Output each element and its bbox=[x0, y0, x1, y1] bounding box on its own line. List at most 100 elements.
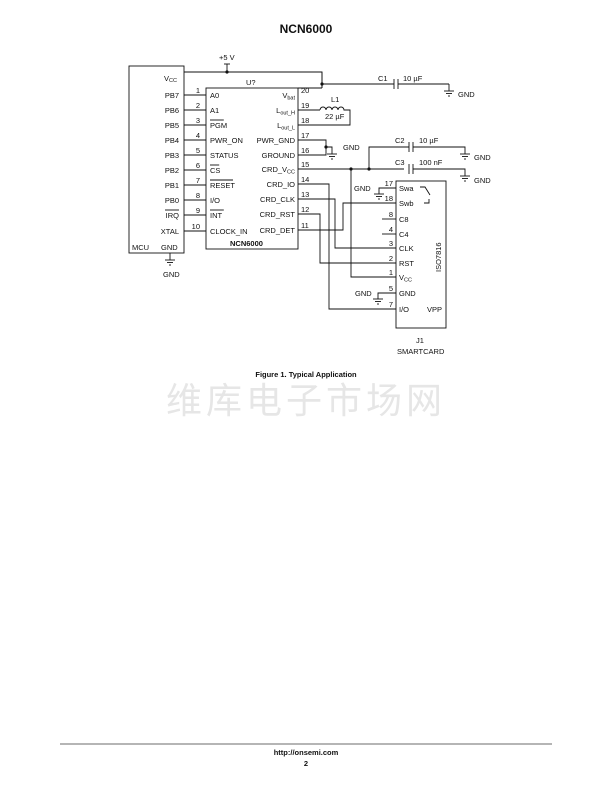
mcu-pin-label: PB1 bbox=[165, 181, 179, 190]
pin5-gnd: GND bbox=[355, 289, 372, 298]
c2-gnd: GND bbox=[474, 153, 491, 162]
c3-gnd: GND bbox=[474, 176, 491, 185]
card-pin-number: 4 bbox=[389, 225, 393, 234]
ic-pin-label: CRD_IO bbox=[267, 180, 296, 189]
card-pin-label: I/O bbox=[399, 305, 409, 314]
l1-value: 22 µF bbox=[325, 112, 345, 121]
mcu-pin-label: PB3 bbox=[165, 151, 179, 160]
mcu-pin-label: XTAL bbox=[161, 227, 179, 236]
ic-pin-number: 13 bbox=[301, 190, 309, 199]
card-pin-number: 5 bbox=[389, 284, 393, 293]
ic-pin-label: A0 bbox=[210, 91, 219, 100]
mcu-pin-label: PB7 bbox=[165, 91, 179, 100]
watermark: 维库电子市场网 bbox=[165, 381, 446, 422]
ic-pin-number: 12 bbox=[301, 205, 309, 214]
card-pin-label: RST bbox=[399, 259, 414, 268]
ic-pin-number: 7 bbox=[196, 176, 200, 185]
card-wires bbox=[298, 169, 396, 310]
ic-pin-label: GROUND bbox=[262, 151, 296, 160]
ic-pin-label: Lout_L bbox=[277, 121, 295, 132]
ic-name: NCN6000 bbox=[230, 239, 263, 248]
ic-pin-number: 19 bbox=[301, 101, 309, 110]
c2-value: 10 µF bbox=[419, 136, 439, 145]
ic-pin-number: 5 bbox=[196, 146, 200, 155]
ic-pin-number: 20 bbox=[301, 86, 309, 95]
mcu-pin-label: PB0 bbox=[165, 196, 179, 205]
mcu-pin-label: PB2 bbox=[165, 166, 179, 175]
card-pin-number: 18 bbox=[385, 194, 393, 203]
card-pin-label: C8 bbox=[399, 215, 409, 224]
card-pin-number: 7 bbox=[389, 300, 393, 309]
card-pin-label: Swa bbox=[399, 184, 414, 193]
capacitor-c1: C1 10 µF GND bbox=[320, 74, 475, 99]
card-pin-label: CLK bbox=[399, 244, 414, 253]
mcu-name: MCU bbox=[132, 243, 149, 252]
page-title: NCN6000 bbox=[279, 22, 333, 36]
supply-5v: +5 V bbox=[219, 53, 235, 74]
figure-caption: Figure 1. Typical Application bbox=[255, 370, 357, 379]
ic-pin-label: CRD_VCC bbox=[262, 165, 295, 176]
ic-pin-number: 9 bbox=[196, 206, 200, 215]
l1-ref: L1 bbox=[331, 95, 339, 104]
card-pin-label: C4 bbox=[399, 230, 409, 239]
ic-pin-label: CS bbox=[210, 166, 220, 175]
mcu-gnd-label: GND bbox=[161, 243, 178, 252]
power-ground: GND bbox=[298, 139, 360, 160]
mcu-gnd-symbol-label: GND bbox=[163, 270, 180, 279]
mcu-pin-label: PB6 bbox=[165, 106, 179, 115]
ic-pin-label: PWR_ON bbox=[210, 136, 243, 145]
footer-url-link[interactable]: http://onsemi.com bbox=[273, 748, 339, 757]
smartcard-name: SMARTCARD bbox=[397, 347, 445, 356]
j1-ref: J1 bbox=[416, 336, 424, 345]
wire-crd-vcc bbox=[350, 169, 396, 278]
crd-vcc-bus: C2 10 µF GND C3 100 nF GND bbox=[298, 136, 491, 185]
ic-pin-label: INT bbox=[210, 211, 223, 220]
ic-pin-number: 18 bbox=[301, 116, 309, 125]
card-pin-label: VCC bbox=[399, 273, 412, 284]
ic-pin-number: 16 bbox=[301, 146, 309, 155]
ic-pin-number: 14 bbox=[301, 175, 309, 184]
wire-crd-det bbox=[298, 202, 396, 231]
c1-value: 10 µF bbox=[403, 74, 423, 83]
mcu-pin-label: IRQ bbox=[166, 211, 180, 220]
mcu-pin-label: PB4 bbox=[165, 136, 179, 145]
card-pin-label: GND bbox=[399, 289, 416, 298]
ic-pin-number: 15 bbox=[301, 160, 309, 169]
iso7816-label: ISO7816 bbox=[434, 242, 443, 272]
wire-crd-rst bbox=[298, 213, 396, 264]
c1-gnd: GND bbox=[458, 90, 475, 99]
card-pin-number: 3 bbox=[389, 239, 393, 248]
ic-pin-number: 2 bbox=[196, 101, 200, 110]
c1-ref: C1 bbox=[378, 74, 388, 83]
ic-pin-number: 8 bbox=[196, 191, 200, 200]
ic-pin-label: A1 bbox=[210, 106, 219, 115]
ic-pin-label: STATUS bbox=[210, 151, 238, 160]
card-pin-number: 1 bbox=[389, 268, 393, 277]
ic-pin-number: 6 bbox=[196, 161, 200, 170]
ic-pin-number: 1 bbox=[196, 86, 200, 95]
ic-pin-label: CRD_DET bbox=[260, 226, 296, 235]
wire-crd-io bbox=[298, 183, 396, 310]
card-pin-number: 17 bbox=[385, 179, 393, 188]
ic-pin-label: Lout_H bbox=[276, 106, 295, 117]
inductor-l1: L1 22 µF bbox=[298, 95, 351, 126]
ic-pin-label: I/O bbox=[210, 196, 220, 205]
ncn6000-ic: U? NCN6000 1A02A13PGM4PWR_ON5STATUS6CS7R… bbox=[184, 78, 309, 250]
mcu-pin-label: PB5 bbox=[165, 121, 179, 130]
ic-pin-label: CLOCK_IN bbox=[210, 227, 248, 236]
wire-crd-clk bbox=[298, 198, 396, 249]
vpp-label: VPP bbox=[427, 305, 442, 314]
card-pin-number: 8 bbox=[389, 210, 393, 219]
ic-pin-label: CRD_CLK bbox=[260, 195, 295, 204]
ic-ref: U? bbox=[246, 78, 256, 87]
c3-value: 100 nF bbox=[419, 158, 443, 167]
ic-pin-number: 11 bbox=[301, 221, 309, 230]
ic-pin-number: 10 bbox=[192, 222, 200, 231]
card-pin-number: 2 bbox=[389, 254, 393, 263]
c2-ref: C2 bbox=[395, 136, 405, 145]
page-number: 2 bbox=[303, 759, 309, 768]
ic-pin-label: Vbat bbox=[282, 91, 295, 102]
card-pin-label: Swb bbox=[399, 199, 414, 208]
